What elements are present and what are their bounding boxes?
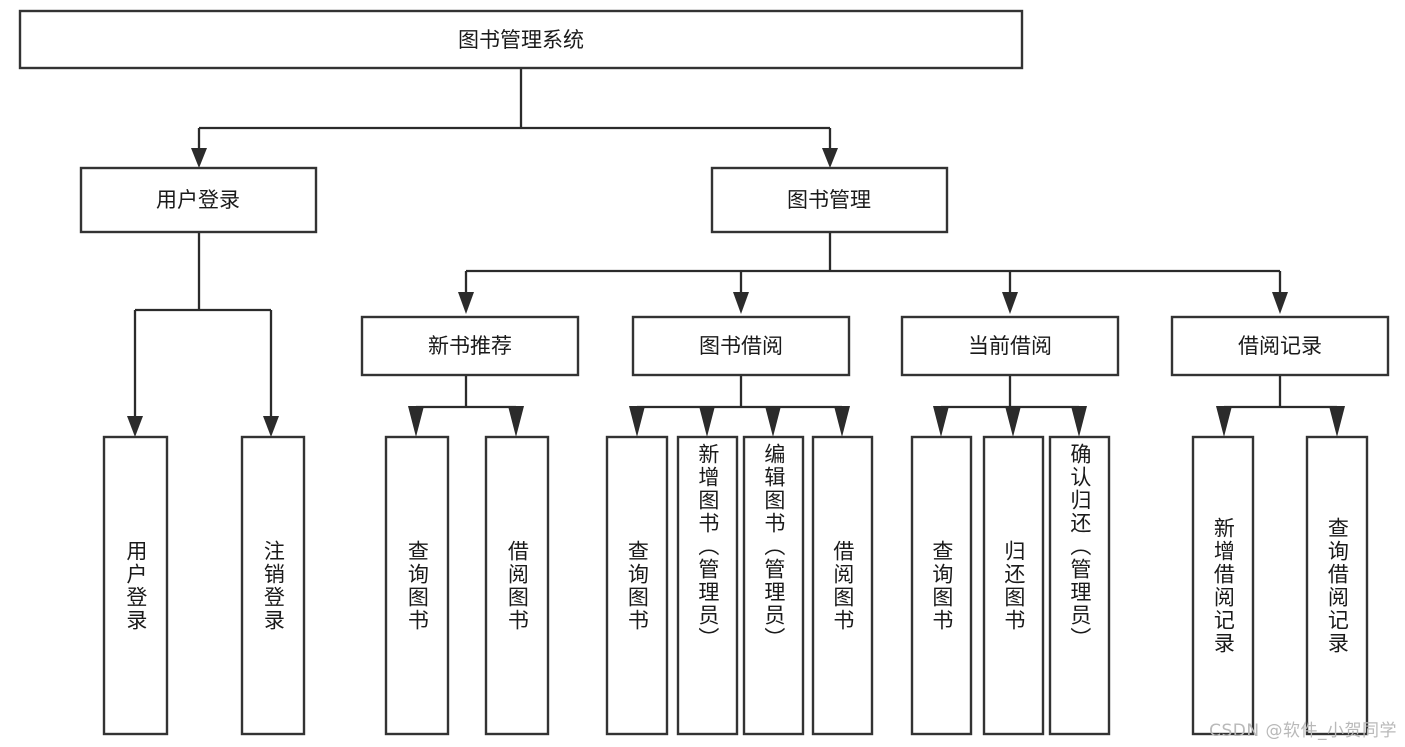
node-borrow-record-box[interactable] bbox=[1170, 315, 1390, 377]
arrow-to-newbook bbox=[458, 292, 474, 314]
leaf-box-new-book-2[interactable] bbox=[484, 435, 550, 736]
arrow-bookborrow-l1 bbox=[629, 406, 645, 437]
node-root-box[interactable] bbox=[18, 9, 1024, 70]
leaf-box-borrow-record-2[interactable] bbox=[1305, 435, 1369, 736]
node-book-manage-box[interactable] bbox=[710, 166, 949, 234]
node-user-login-label: 用户登录 bbox=[156, 188, 240, 212]
node-new-book-recommend-box[interactable] bbox=[360, 315, 580, 377]
arrow-borrowrecord-l2 bbox=[1329, 406, 1345, 437]
node-book-manage-label: 图书管理 bbox=[787, 188, 871, 212]
node-user-login-box[interactable] bbox=[79, 166, 318, 234]
arrow-currentborrow-l2 bbox=[1005, 406, 1021, 437]
node-layer: 图书管理系统 用户登录 图书管理 新书推荐 图书借阅 当前借阅 借阅记录 bbox=[18, 9, 1390, 736]
node-current-borrow-box[interactable] bbox=[900, 315, 1120, 377]
arrow-newbook-l2 bbox=[508, 406, 524, 437]
node-book-borrow-box[interactable] bbox=[631, 315, 851, 377]
arrow-currentborrow-l1 bbox=[933, 406, 949, 437]
node-new-book-recommend-label: 新书推荐 bbox=[428, 334, 512, 358]
node-book-borrow-label: 图书借阅 bbox=[699, 334, 783, 358]
arrow-to-borrowrecord bbox=[1272, 292, 1288, 314]
leaf-box-current-borrow-1[interactable] bbox=[910, 435, 973, 736]
arrow-to-currentborrow bbox=[1002, 292, 1018, 314]
leaf-box-book-borrow-1[interactable] bbox=[605, 435, 669, 736]
leaf-box-user-login-1[interactable] bbox=[102, 435, 169, 736]
leaf-box-new-book-1[interactable] bbox=[384, 435, 450, 736]
arrow-userlogin-l1 bbox=[127, 416, 143, 437]
leaf-box-book-borrow-3[interactable] bbox=[742, 435, 805, 736]
leaf-box-book-borrow-2[interactable] bbox=[676, 435, 739, 736]
arrow-to-book-manage bbox=[822, 148, 838, 168]
arrow-borrowrecord-l1 bbox=[1216, 406, 1232, 437]
leaf-box-user-login-2[interactable] bbox=[240, 435, 306, 736]
arrow-bookborrow-l4 bbox=[834, 406, 850, 437]
leaf-box-current-borrow-2[interactable] bbox=[982, 435, 1045, 736]
arrow-currentborrow-l3 bbox=[1071, 406, 1087, 437]
arrow-newbook-l1 bbox=[408, 406, 424, 437]
arrow-bookborrow-l2 bbox=[699, 406, 715, 437]
node-borrow-record-label: 借阅记录 bbox=[1238, 334, 1322, 358]
leaf-box-borrow-record-1[interactable] bbox=[1191, 435, 1255, 736]
arrow-to-bookborrow bbox=[733, 292, 749, 314]
leaf-box-book-borrow-4[interactable] bbox=[811, 435, 874, 736]
arrow-to-user-login bbox=[191, 148, 207, 168]
arrow-userlogin-l2 bbox=[263, 416, 279, 437]
node-current-borrow-label: 当前借阅 bbox=[968, 334, 1052, 358]
arrow-bookborrow-l3 bbox=[765, 406, 781, 437]
watermark-text: CSDN @软件_小贺同学 bbox=[1209, 721, 1397, 741]
node-root-label: 图书管理系统 bbox=[458, 28, 584, 52]
leaf-box-current-borrow-3[interactable] bbox=[1048, 435, 1111, 736]
connector-layer bbox=[127, 68, 1345, 437]
